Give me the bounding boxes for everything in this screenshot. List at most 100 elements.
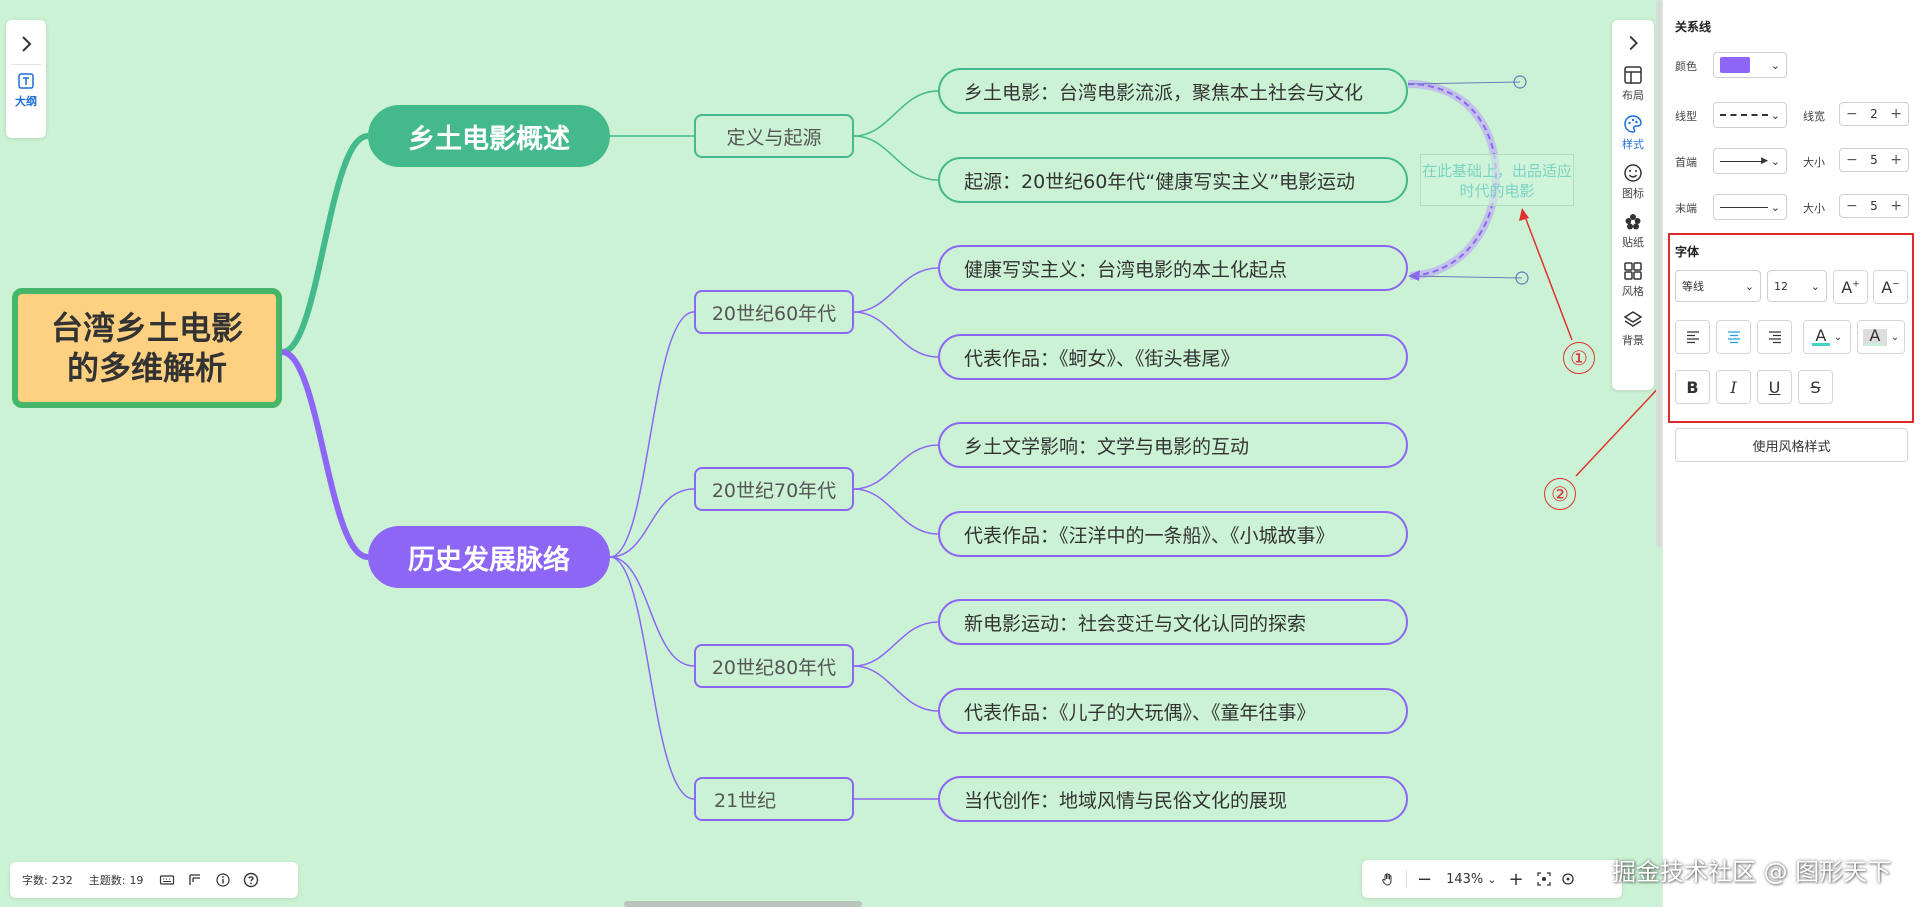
align-left-button[interactable] — [1675, 320, 1710, 354]
chevron-down-icon: ⌄ — [1890, 331, 1900, 343]
sub-node-definition[interactable]: 定义与起源 — [694, 114, 854, 158]
keyboard-icon[interactable] — [159, 872, 175, 888]
end-cap-select[interactable]: ⌄ — [1713, 194, 1787, 220]
info-icon[interactable] — [215, 872, 231, 888]
chevron-right-icon[interactable] — [1622, 32, 1644, 54]
leaf-node[interactable]: 乡土电影：台湾电影流派，聚焦本土社会与文化 — [938, 68, 1408, 114]
increment-button[interactable]: + — [1890, 198, 1902, 214]
chevron-right-icon[interactable] — [14, 32, 38, 56]
outline-button-label[interactable]: 大纲 — [15, 95, 37, 108]
end-cap-label: 末端 — [1675, 202, 1697, 215]
line-width-stepper[interactable]: − 2 + — [1839, 102, 1909, 126]
vertical-scrollbar[interactable] — [1656, 0, 1662, 548]
zoom-out-button[interactable]: − — [1417, 868, 1433, 890]
start-size-value[interactable]: 5 — [1870, 153, 1878, 167]
font-color-button[interactable]: A ⌄ — [1803, 320, 1851, 354]
line-width-value[interactable]: 2 — [1870, 107, 1878, 121]
increment-button[interactable]: + — [1890, 152, 1902, 168]
font-increase-button[interactable]: A+ — [1833, 270, 1868, 304]
toolbar-style[interactable]: 样式 — [1622, 113, 1644, 152]
hand-icon[interactable] — [1380, 871, 1396, 887]
zoom-bar: − 143% ⌄ + — [1362, 860, 1622, 898]
decrement-button[interactable]: − — [1846, 106, 1858, 122]
chevron-down-icon: ⌄ — [1744, 279, 1754, 293]
connector-root-history — [281, 349, 369, 560]
connector-60s-leaf-2 — [853, 311, 939, 358]
relation-color-select[interactable]: ⌄ — [1713, 52, 1787, 78]
font-family-select[interactable]: 等线 ⌄ — [1675, 270, 1761, 302]
toolbar-icon[interactable]: 图标 — [1622, 162, 1644, 201]
decrement-button[interactable]: − — [1846, 152, 1858, 168]
solid-line-icon — [1720, 206, 1768, 208]
bold-button[interactable]: B — [1675, 370, 1710, 404]
apply-theme-style-button[interactable]: 使用风格样式 — [1675, 428, 1908, 462]
help-icon[interactable] — [243, 872, 259, 888]
zoom-in-button[interactable]: + — [1508, 868, 1524, 890]
leaf-node[interactable]: 代表作品：《儿子的大玩偶》、《童年往事》 — [938, 688, 1408, 734]
relation-handle-1 — [1513, 75, 1527, 89]
callout-marker-2: ② — [1544, 478, 1576, 510]
italic-icon: I — [1730, 377, 1737, 397]
decrement-button[interactable]: − — [1846, 198, 1858, 214]
leaf-node[interactable]: 代表作品：《蚵女》、《街头巷尾》 — [938, 334, 1408, 380]
root-node[interactable]: 台湾乡土电影的多维解析 — [12, 288, 282, 408]
fit-screen-icon[interactable] — [1536, 871, 1552, 887]
layout-icon — [1624, 66, 1642, 84]
connector-70s-leaf-1 — [853, 444, 939, 490]
leaf-node[interactable]: 代表作品：《汪洋中的一条船》、《小城故事》 — [938, 511, 1408, 557]
start-cap-select[interactable]: ▶ ⌄ — [1713, 148, 1787, 174]
sub-node-1980s[interactable]: 20世纪80年代 — [694, 644, 854, 688]
branch-history[interactable]: 历史发展脉络 — [368, 526, 610, 588]
connector-70s-leaf-2 — [853, 488, 939, 535]
end-size-stepper[interactable]: − 5 + — [1839, 194, 1909, 218]
align-center-button[interactable] — [1716, 320, 1751, 354]
mindmap-canvas[interactable]: 台湾乡土电影的多维解析 乡土电影概述 历史发展脉络 定义与起源 20世纪60年代… — [0, 0, 1662, 907]
relation-label[interactable]: 在此基础上，出品适应时代的电影 — [1420, 154, 1574, 206]
target-icon[interactable] — [1560, 871, 1576, 887]
toolbar-sticker[interactable]: 贴纸 — [1622, 211, 1644, 250]
end-size-value[interactable]: 5 — [1870, 199, 1878, 213]
toolbar-layout[interactable]: 布局 — [1622, 64, 1644, 103]
structure-icon[interactable] — [187, 872, 203, 888]
branch-overview[interactable]: 乡土电影概述 — [368, 105, 610, 167]
strikethrough-button[interactable]: S — [1798, 370, 1833, 404]
align-right-button[interactable] — [1757, 320, 1792, 354]
grid-icon — [1624, 262, 1642, 280]
leaf-node[interactable]: 当代创作：地域风情与民俗文化的展现 — [938, 776, 1408, 822]
font-decrease-button[interactable]: A− — [1873, 270, 1908, 304]
color-swatch — [1720, 57, 1750, 73]
font-decrease-icon: A− — [1881, 277, 1900, 297]
connector-sub-leaf-1 — [853, 90, 939, 137]
callout-arrow-2 — [1575, 383, 1662, 477]
line-type-select[interactable]: ⌄ — [1713, 102, 1787, 128]
chevron-down-icon[interactable]: ⌄ — [1487, 872, 1497, 886]
sub-node-1960s[interactable]: 20世纪60年代 — [694, 290, 854, 334]
outline-panel: 大纲 — [6, 20, 46, 138]
chevron-down-icon: ⌄ — [1810, 279, 1820, 293]
align-center-icon — [1727, 331, 1740, 344]
connector-history-21c — [609, 556, 695, 800]
leaf-node[interactable]: 新电影运动：社会变迁与文化认同的探索 — [938, 599, 1408, 645]
line-type-label: 线型 — [1675, 110, 1697, 123]
toolbar-background[interactable]: 背景 — [1622, 309, 1644, 348]
sub-node-1970s[interactable]: 20世纪70年代 — [694, 467, 854, 511]
font-size-select[interactable]: 12 ⌄ — [1767, 270, 1827, 302]
increment-button[interactable]: + — [1890, 106, 1902, 122]
underline-icon: U — [1768, 377, 1781, 397]
leaf-node[interactable]: 起源：20世纪60年代“健康写实主义”电影运动 — [938, 157, 1408, 203]
italic-button[interactable]: I — [1716, 370, 1751, 404]
leaf-node[interactable]: 乡土文学影响：文学与电影的互动 — [938, 422, 1408, 468]
outline-icon[interactable] — [16, 71, 36, 91]
font-section-title: 字体 — [1675, 245, 1700, 259]
horizontal-scrollbar[interactable] — [624, 901, 862, 907]
leaf-node[interactable]: 健康写实主义：台湾电影的本土化起点 — [938, 245, 1408, 291]
underline-button[interactable]: U — [1757, 370, 1792, 404]
start-size-label: 大小 — [1803, 156, 1825, 169]
zoom-value[interactable]: 143% — [1446, 871, 1484, 887]
highlight-color-button[interactable]: A ⌄ — [1857, 320, 1905, 354]
toolbar-theme[interactable]: 风格 — [1622, 260, 1644, 299]
start-size-stepper[interactable]: − 5 + — [1839, 148, 1909, 172]
chevron-down-icon: ⌄ — [1770, 58, 1780, 72]
sub-node-21st-century[interactable]: 21世纪 — [694, 777, 854, 821]
align-left-icon — [1686, 331, 1699, 344]
